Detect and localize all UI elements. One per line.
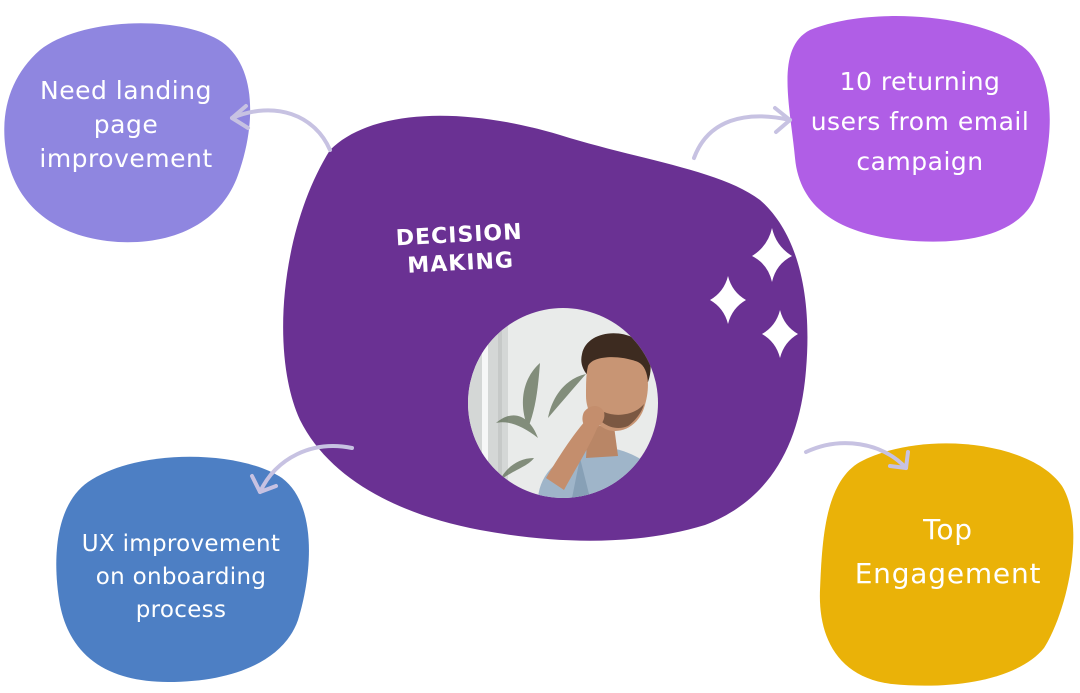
node-bottom-left-line1: UX improvement: [62, 528, 300, 561]
arrow-to-top-right: [694, 116, 790, 158]
person-illustration: [468, 308, 658, 498]
node-top-left-line3: improvement: [10, 142, 242, 176]
node-bottom-left-line3: process: [62, 594, 300, 627]
node-bottom-right-line1: Top: [838, 508, 1058, 552]
node-top-right-line1: 10 returning: [800, 62, 1040, 102]
node-label-bottom-left: UX improvement on onboarding process: [62, 528, 300, 627]
node-label-top-left: Need landing page improvement: [10, 74, 242, 176]
person-photo: [468, 308, 658, 498]
node-bottom-left-line2: on onboarding: [62, 561, 300, 594]
arrow-curved-icon: [694, 108, 790, 158]
node-top-left-line2: page: [10, 108, 242, 142]
node-top-right-line3: campaign: [800, 142, 1040, 182]
node-label-top-right: 10 returning users from email campaign: [800, 62, 1040, 182]
center-title: DECISION MAKING: [389, 218, 532, 281]
node-label-bottom-right: Top Engagement: [838, 508, 1058, 596]
node-top-right-line2: users from email: [800, 102, 1040, 142]
node-top-left-line1: Need landing: [10, 74, 242, 108]
node-bottom-right-line2: Engagement: [838, 552, 1058, 596]
